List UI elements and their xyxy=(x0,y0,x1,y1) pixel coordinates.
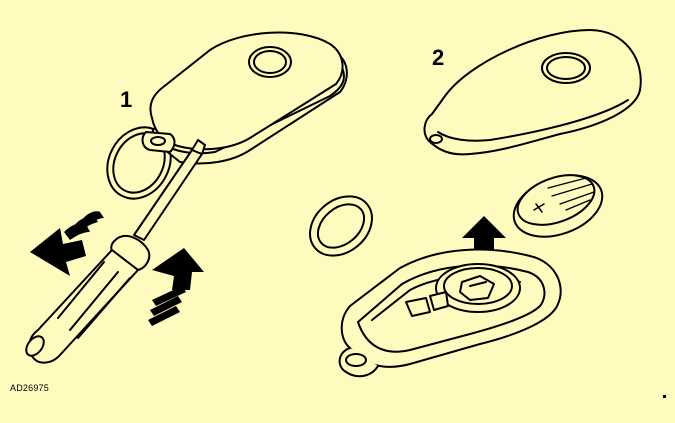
step-1-number: 1 xyxy=(120,87,133,112)
key-fob-icon xyxy=(141,31,348,165)
o-ring-icon xyxy=(309,195,373,257)
step-2-number: 2 xyxy=(432,45,445,70)
figure-code: AD26975 xyxy=(10,383,49,393)
corner-mark xyxy=(663,395,666,398)
fob-base-icon xyxy=(338,248,562,378)
direction-arrow-up-icon xyxy=(148,248,204,326)
screwdriver-icon xyxy=(25,139,206,364)
direction-arrow-left-icon xyxy=(30,211,104,276)
fob-cover-icon xyxy=(423,29,642,156)
coin-battery-icon xyxy=(512,174,604,238)
